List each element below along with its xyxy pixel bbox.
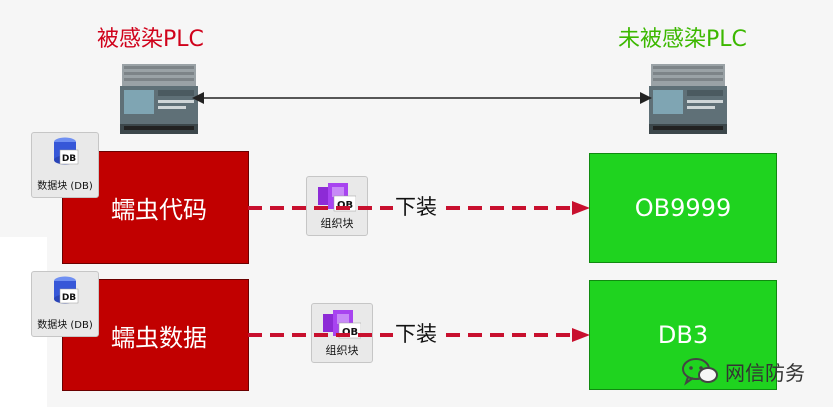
svg-text:DB: DB [62, 293, 76, 303]
worm-code-label: 蠕虫代码 [111, 196, 207, 224]
data-block-caption: 数据块 (DB) [37, 181, 93, 192]
download-label: 下装 [393, 321, 439, 347]
worm-data-label: 蠕虫数据 [111, 323, 207, 352]
ob9999-block: OB9999 [589, 153, 777, 263]
infected-plc-device-icon [120, 64, 198, 134]
database-icon: DB [54, 276, 79, 304]
data-block-badge: DB 数据块 (DB) [31, 271, 99, 337]
db3-label: DB3 [657, 321, 709, 349]
data-block-caption: 数据块 (DB) [37, 320, 93, 331]
infected-plc-title: 被感染PLC [97, 27, 204, 52]
organization-block-icon: OB [323, 310, 361, 339]
svg-text:OB: OB [337, 200, 353, 211]
plc-link-arrow [192, 92, 652, 104]
wechat-icon [682, 358, 718, 386]
download-label: 下装 [393, 194, 439, 220]
watermark-text: 网信防务 [725, 360, 805, 385]
clean-plc-device-icon [649, 64, 727, 134]
svg-text:DB: DB [62, 154, 76, 164]
watermark: 网信防务 [681, 356, 805, 386]
ob9999-label: OB9999 [634, 194, 732, 222]
svg-text:OB: OB [342, 327, 358, 338]
database-icon: DB [54, 137, 79, 165]
clean-plc-title: 未被感染PLC [618, 27, 747, 52]
data-block-badge: DB 数据块 (DB) [31, 132, 99, 198]
org-block-caption: 组织块 [320, 217, 354, 230]
org-block-caption: 组织块 [325, 344, 359, 357]
